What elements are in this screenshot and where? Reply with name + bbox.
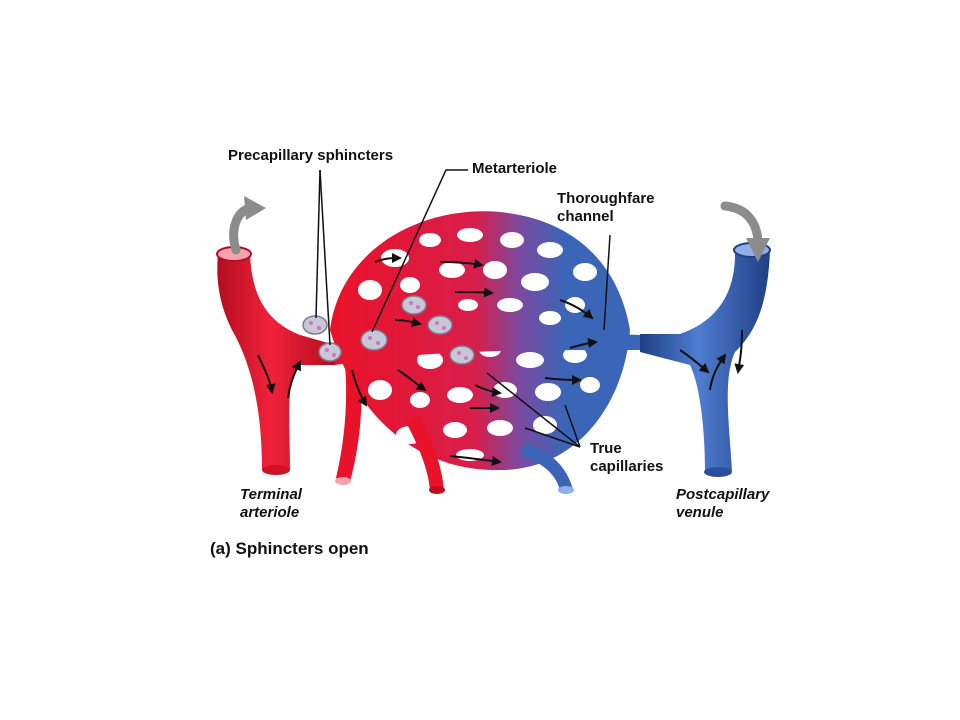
terminal-arteriole-label-line2: arteriole bbox=[240, 504, 300, 521]
sphincter-ring-icon bbox=[401, 295, 427, 315]
postcapillary-venule-label-line1: Postcapillary bbox=[676, 486, 770, 503]
flow-arrows bbox=[257, 253, 745, 466]
sphincter-ring-icon bbox=[449, 345, 475, 365]
thoroughfare-channel-label-line1: Thoroughfare bbox=[557, 190, 655, 207]
figure-caption: (a) Sphincters open bbox=[210, 539, 369, 558]
terminal-arteriole bbox=[216, 246, 445, 494]
postcapillary-venule-label-line2: venule bbox=[676, 504, 724, 521]
sphincter-ring-icon bbox=[302, 315, 328, 335]
true-capillaries-label-line2: capillaries bbox=[590, 458, 664, 475]
curved-arrow-icon bbox=[720, 201, 763, 245]
thoroughfare-channel-label-line2: channel bbox=[557, 208, 614, 225]
precapillary-sphincters-label: Precapillary sphincters bbox=[228, 147, 394, 164]
sphincter-ring-icon bbox=[318, 342, 342, 362]
precapillary-sphincters bbox=[302, 295, 475, 365]
metarteriole-label: Metarteriole bbox=[472, 160, 558, 177]
sphincter-ring-icon bbox=[360, 329, 388, 351]
sphincter-ring-icon bbox=[427, 315, 453, 335]
thoroughfare-channel bbox=[335, 331, 640, 365]
inflow-arrow bbox=[229, 196, 266, 255]
terminal-arteriole-label-line1: Terminal bbox=[240, 486, 302, 503]
true-capillaries-label-line1: True bbox=[590, 440, 622, 457]
leader-lines bbox=[315, 169, 611, 448]
outflow-arrow bbox=[720, 201, 770, 262]
